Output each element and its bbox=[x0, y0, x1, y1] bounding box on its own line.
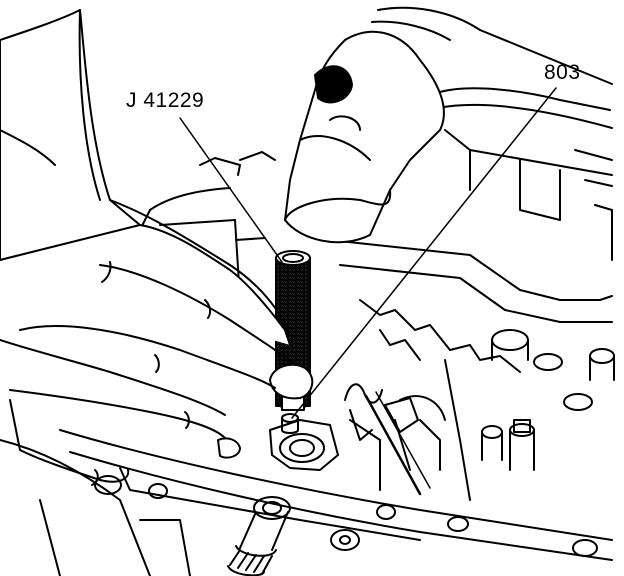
leader-lines bbox=[179, 87, 557, 419]
cooler-fitting bbox=[227, 496, 291, 576]
leader-line-tool bbox=[179, 117, 283, 263]
hammer-icon bbox=[284, 6, 613, 244]
callout-part-label: 803 bbox=[544, 61, 581, 84]
leader-line-part bbox=[291, 87, 557, 419]
spring-assembly bbox=[344, 383, 431, 496]
callout-tool-label: J 41229 bbox=[126, 89, 205, 112]
seal-bore bbox=[269, 413, 339, 471]
hand-icon bbox=[0, 9, 314, 486]
